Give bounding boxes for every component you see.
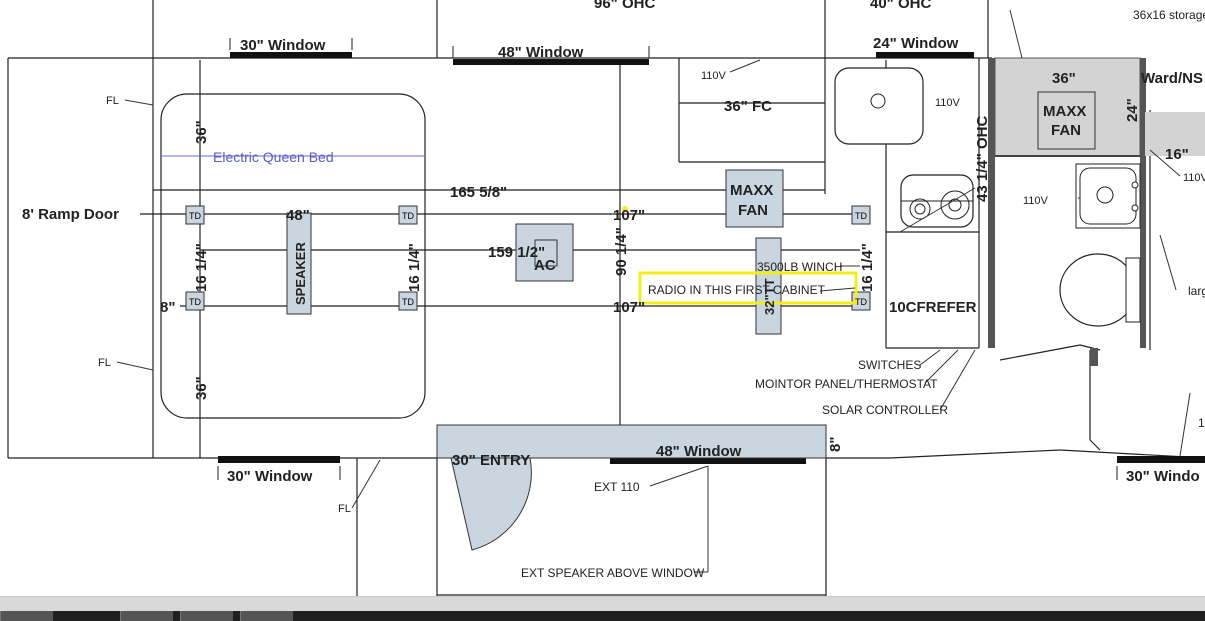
ramp-door-label: 8' Ramp Door — [22, 206, 119, 223]
taskbar-button-3[interactable] — [180, 611, 233, 621]
td-1-label: TD — [189, 211, 201, 221]
maxx-fan-mid-line1: MAXX — [730, 182, 773, 199]
dim-159: 159 1/2" — [488, 244, 545, 261]
entry-label: 30" ENTRY — [452, 452, 530, 469]
taskbar-strip — [0, 611, 1205, 621]
dim-165: 165 5/8" — [450, 184, 507, 201]
windows — [218, 52, 1205, 464]
bed-label: Electric Queen Bed — [213, 149, 334, 165]
floor-plan: 36x16 storage 96" OHC 40" OHC 30" Window… — [7, 0, 1205, 596]
storage-label: 36x16 storage — [1133, 8, 1205, 22]
window-top-left — [230, 52, 352, 58]
td-1 — [185, 205, 205, 225]
winch-label: 3500LB WINCH — [757, 260, 842, 274]
fl-label-3: FL — [338, 503, 351, 515]
td-4-label: TD — [189, 297, 201, 307]
table-32 — [755, 237, 782, 335]
ext-110-label: EXT 110 — [594, 480, 640, 494]
radio-note: RADIO IN THIS FIRST CABINET — [648, 283, 826, 297]
fc-36-label: 36" FC — [724, 98, 772, 115]
dim-16-left: 16 1/4" — [193, 243, 210, 292]
ac-label: AC — [534, 257, 556, 274]
window-bottom-right-label: 30" Windo — [1126, 468, 1200, 485]
taskbar-button-4[interactable] — [240, 611, 293, 621]
window-bottom-left-label: 30" Window — [227, 468, 313, 485]
one-label: 1 — [1198, 416, 1205, 430]
outlet-110v-c: 110V — [1023, 195, 1049, 207]
maxx-fan-top-line1: MAXX — [1043, 103, 1086, 120]
stovetop-icon — [900, 174, 974, 228]
entry-door-icon — [436, 424, 827, 551]
dim-36-a: 36" — [193, 120, 210, 144]
large-label: larg — [1188, 284, 1205, 298]
outlet-110v-b: 110V — [935, 97, 961, 109]
window-bottom-left — [218, 456, 340, 463]
ohc-43-label: 43 1/4" OHC — [974, 116, 991, 202]
window-top-24-label: 24" Window — [873, 35, 959, 52]
toilet-icon — [1059, 253, 1141, 327]
speaker — [286, 212, 312, 315]
monitor-panel-label: MOINTOR PANEL/THERMOSTAT — [755, 377, 938, 391]
maxx-fan-mid — [725, 169, 784, 228]
dim-90: 90 1/4" — [613, 227, 630, 276]
td-2-label: TD — [402, 211, 414, 221]
queen-bed — [160, 93, 426, 419]
fl-label-2: FL — [98, 357, 111, 369]
taskbar — [0, 596, 1205, 621]
dim-48: 48" — [286, 207, 310, 224]
td-6-label: TD — [855, 297, 867, 307]
ac-unit — [515, 223, 574, 282]
dim-24: 24" — [1124, 98, 1141, 122]
td-2 — [398, 205, 418, 225]
window-top-left-label: 30" Window — [240, 37, 326, 54]
dim-36-right: 36" — [1052, 70, 1076, 87]
dim-16-mid: 16 1/4" — [406, 243, 423, 292]
maxx-fan-mid-line2: FAN — [738, 202, 768, 219]
ext-speaker-label: EXT SPEAKER ABOVE WINDOW — [521, 566, 705, 580]
ohc-96-label: 96" OHC — [594, 0, 655, 12]
td-3 — [851, 205, 871, 225]
dim-8-left: 8" — [160, 299, 175, 316]
td-5 — [398, 291, 418, 311]
dim-107-a: 107" — [613, 207, 645, 224]
radio-highlight-box — [638, 271, 858, 305]
maxx-fan-top-line2: FAN — [1051, 122, 1081, 139]
window-bottom-48-label: 48" Window — [656, 443, 742, 460]
dim-36-b: 36" — [193, 376, 210, 400]
dim-107-b: 107" — [613, 299, 645, 316]
fl-label-1: FL — [106, 95, 119, 107]
taskbar-button-1[interactable] — [0, 611, 53, 621]
window-top-48 — [453, 59, 649, 65]
td-3-label: TD — [855, 211, 867, 221]
td-4 — [185, 291, 205, 311]
walls — [7, 0, 1205, 596]
ohc-40-label: 40" OHC — [870, 0, 931, 12]
outlet-110v-d: 110V — [1183, 172, 1205, 184]
window-bottom-48 — [610, 458, 806, 464]
td-5-label: TD — [402, 297, 414, 307]
window-top-48-label: 48" Window — [498, 44, 584, 61]
speaker-label: SPEAKER — [293, 242, 308, 305]
dim-16-right-v: 16 1/4" — [859, 243, 876, 292]
dim-8-entry: 8" — [827, 437, 844, 452]
fridge-label: 10CFREFER — [889, 299, 977, 316]
switches-label: SWITCHES — [858, 358, 921, 372]
bath-sink-icon — [1075, 163, 1141, 229]
solar-controller-label: SOLAR CONTROLLER — [822, 403, 948, 417]
taskbar-button-2[interactable] — [120, 611, 173, 621]
window-bottom-right — [1117, 456, 1205, 463]
dim-16-right: 16" — [1165, 146, 1189, 163]
outlet-110v-a: 110V — [701, 70, 727, 82]
window-top-24 — [876, 52, 974, 58]
sink-icon — [834, 67, 924, 145]
table-32-label: 32"TT — [762, 278, 777, 315]
wardrobe-label: Ward/NS — [1141, 70, 1203, 87]
